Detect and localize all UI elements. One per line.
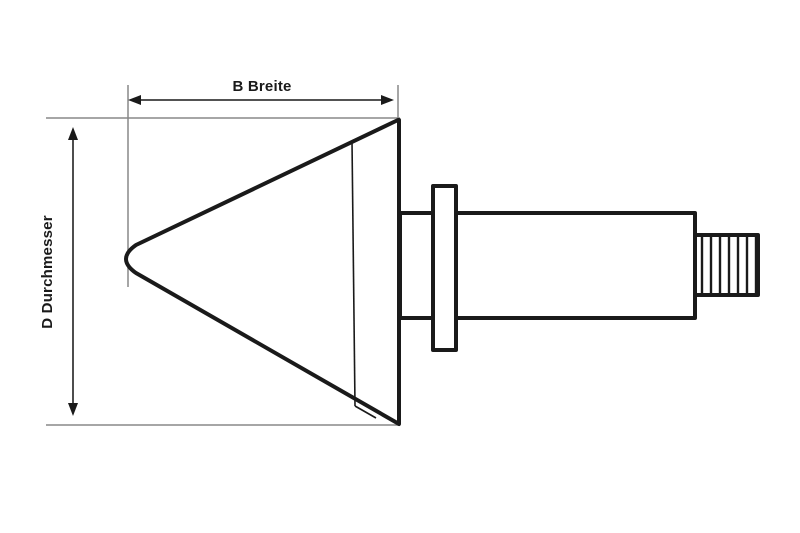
cone-face-band-line [351, 140, 356, 407]
cone-face-band-top-chamfer [351, 131, 373, 142]
arrow-head-right [381, 95, 394, 105]
arrow-head-left [128, 95, 141, 105]
dimension-diameter: D Durchmesser [39, 127, 78, 416]
collar-flange-body [431, 184, 458, 352]
width-dimension-label: B Breite [232, 78, 291, 95]
arrow-head-top [68, 127, 78, 140]
threaded-end [691, 233, 760, 297]
cone-body-outline [124, 118, 401, 426]
cone-body [124, 118, 401, 426]
thread-hatch-lines [700, 237, 758, 293]
collar-flange [431, 184, 458, 352]
cone-face-band-bottom-chamfer [354, 405, 377, 419]
dimension-width: B Breite [128, 78, 394, 105]
arrow-head-bottom [68, 403, 78, 416]
diameter-dimension-label: D Durchmesser [39, 215, 56, 328]
